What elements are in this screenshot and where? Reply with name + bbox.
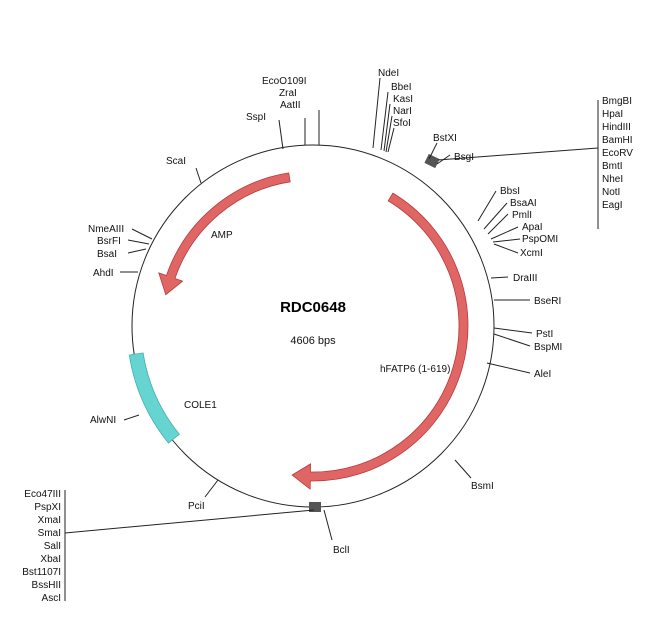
plasmid-size: 4606 bps xyxy=(290,335,336,347)
mcs-marker-bottom xyxy=(309,502,321,512)
site-hpai: HpaI xyxy=(602,109,623,120)
site-alei: AleI xyxy=(534,369,551,380)
site-ndei: NdeI xyxy=(378,68,399,79)
plasmid-backbone xyxy=(131,144,495,508)
site-sspi: SspI xyxy=(246,112,266,123)
site-zrai: ZraI xyxy=(279,88,297,99)
site-ahdi: AhdI xyxy=(93,268,114,279)
site-pspomi: PspOMI xyxy=(522,234,558,245)
site-pspxi: PspXI xyxy=(34,502,61,513)
plasmid-name: RDC0648 xyxy=(280,299,346,316)
hfatp6-feature-arrow xyxy=(291,192,469,490)
site-pcii: PciI xyxy=(188,501,205,512)
site-noti: NotI xyxy=(602,187,620,198)
site-bsmi: BsmI xyxy=(471,481,494,492)
site-aatii: AatII xyxy=(280,100,301,111)
site-asci: AscI xyxy=(42,593,61,604)
site-eco47iii: Eco47III xyxy=(24,489,61,500)
site-apai: ApaI xyxy=(522,222,543,233)
hfatp6-label: hFATP6 (1-619) xyxy=(380,364,450,375)
site-sfoi: SfoI xyxy=(393,118,411,129)
site-bcli: BclI xyxy=(333,545,350,556)
cole1-feature-block xyxy=(128,352,180,444)
site-xbai: XbaI xyxy=(40,554,61,565)
site-psti: PstI xyxy=(536,329,553,340)
site-bstxi: BstXI xyxy=(433,133,457,144)
site-draiii: DraIII xyxy=(513,273,537,284)
site-bsrfi: BsrFI xyxy=(97,236,121,247)
site-bsshii: BssHII xyxy=(32,580,61,591)
site-xmai: XmaI xyxy=(38,515,61,526)
site-bbsi: BbsI xyxy=(500,186,520,197)
site-eagi: EagI xyxy=(602,200,623,211)
site-kasi: KasI xyxy=(393,94,413,105)
site-hindiii: HindIII xyxy=(602,122,631,133)
amp-feature-arrow xyxy=(158,172,291,296)
mcs-marker-right xyxy=(424,153,440,169)
site-scai: ScaI xyxy=(166,156,186,167)
site-alwni: AlwNI xyxy=(90,415,116,426)
site-bmgbi: BmgBI xyxy=(602,96,632,107)
site-bsaai: BsaAI xyxy=(510,198,537,209)
site-bmti: BmtI xyxy=(602,161,623,172)
site-smai: SmaI xyxy=(38,528,61,539)
site-bamhi: BamHI xyxy=(602,135,633,146)
site-ecorv: EcoRV xyxy=(602,148,633,159)
site-sali: SalI xyxy=(44,541,61,552)
site-ecoo109i: EcoO109I xyxy=(262,76,306,87)
site-pmli: PmlI xyxy=(512,210,532,221)
site-nhei: NheI xyxy=(602,174,623,185)
site-bst1107i: Bst1107I xyxy=(22,567,61,578)
site-xcmi: XcmI xyxy=(520,248,543,259)
site-nmeaiii: NmeAIII xyxy=(88,224,124,235)
site-bsai: BsaI xyxy=(97,249,117,260)
site-bbei: BbeI xyxy=(391,82,412,93)
site-bseri: BseRI xyxy=(534,296,561,307)
site-nari: NarI xyxy=(393,106,412,117)
cole1-label: COLE1 xyxy=(184,400,217,411)
site-bsgi: BsgI xyxy=(454,152,474,163)
site-bspmi: BspMI xyxy=(534,342,562,353)
amp-label: AMP xyxy=(211,230,233,241)
